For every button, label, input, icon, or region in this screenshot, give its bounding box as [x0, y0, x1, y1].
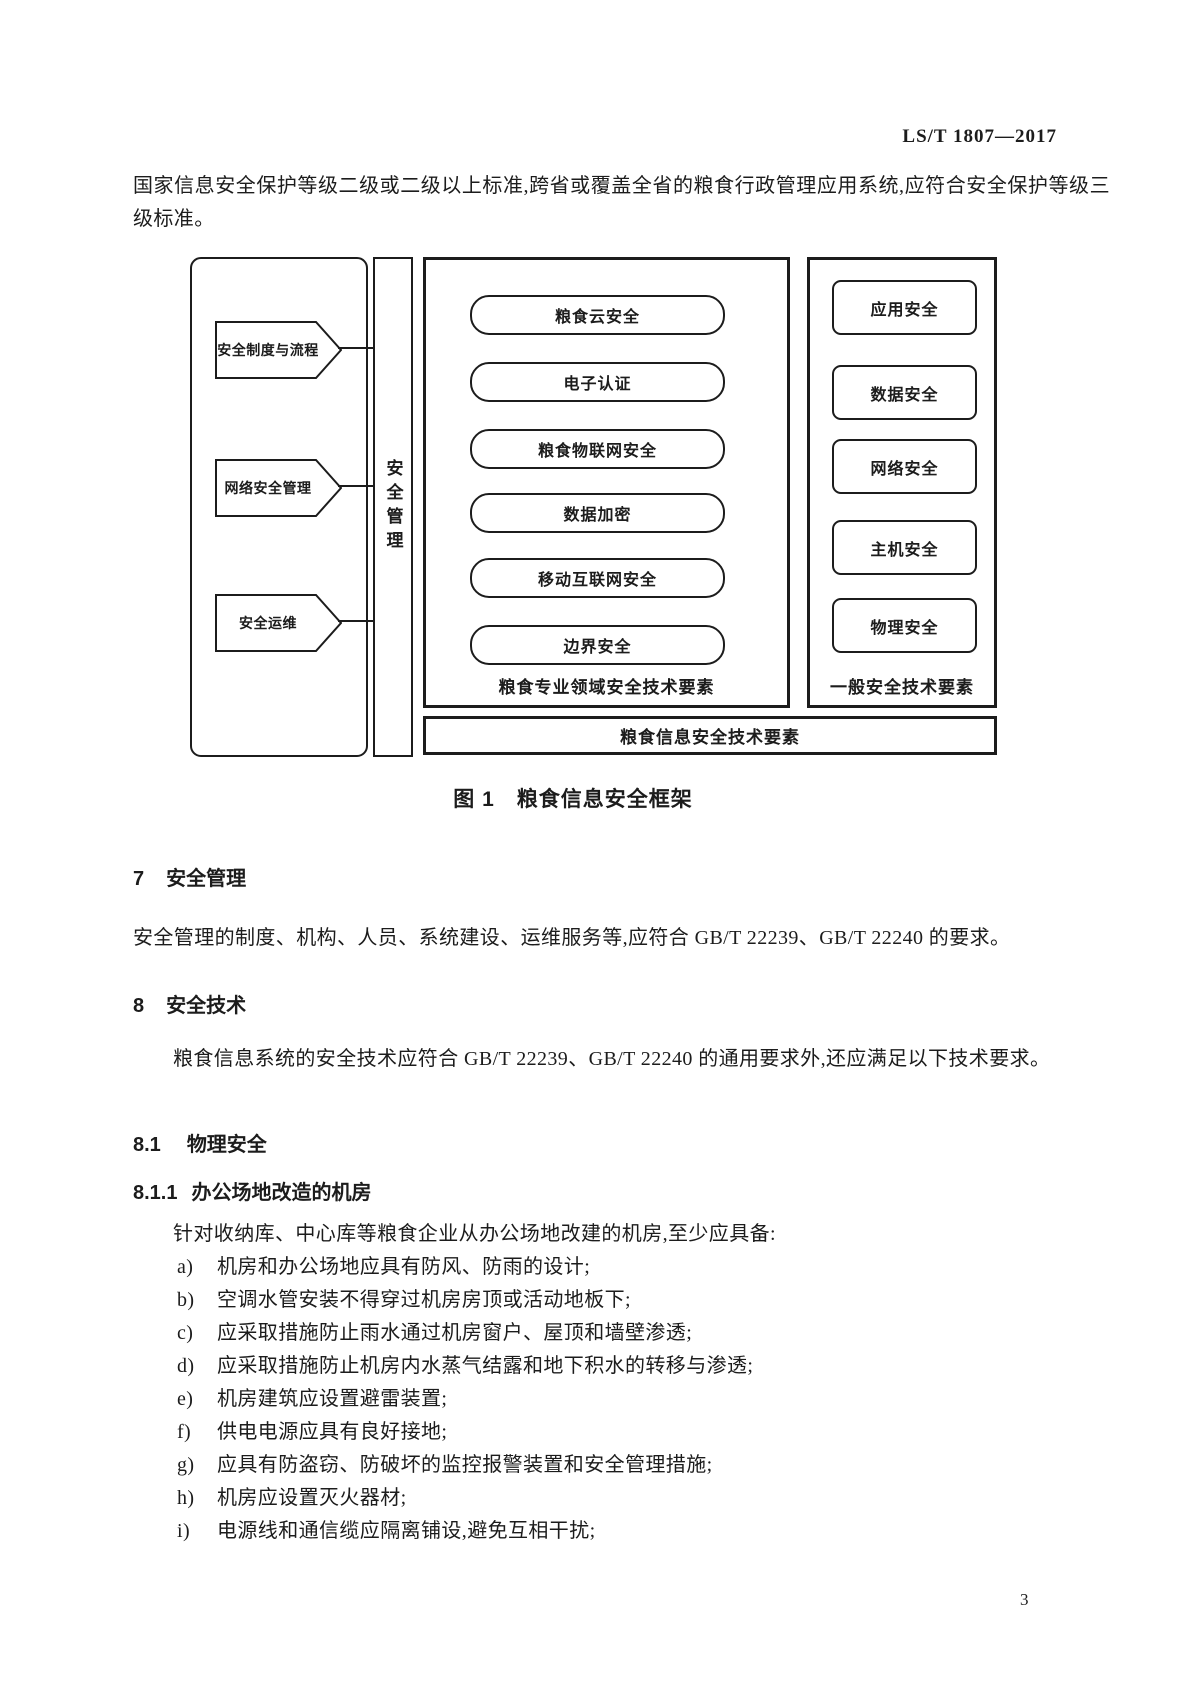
standard-number-header: LS/T 1807—2017: [902, 126, 1057, 147]
section-title: 安全管理: [166, 868, 247, 890]
domain-item: 数据加密: [470, 493, 725, 533]
list-item-text: 空调水管安装不得穿过机房房顶或活动地板下;: [217, 1289, 631, 1311]
section-8-heading: 8 安全技术: [133, 989, 246, 1018]
pentagon-label: 安全制度与流程: [217, 344, 319, 359]
list-item-text: 应采取措施防止雨水通过机房窗户、屋顶和墙壁渗透;: [217, 1322, 693, 1344]
list-item: a) 机房和办公场地应具有防风、防雨的设计;: [133, 1255, 1154, 1279]
section-title: 办公场地改造的机房: [191, 1182, 372, 1204]
list-item-text: 机房建筑应设置避雷装置;: [217, 1388, 448, 1410]
list-item-label: c): [177, 1322, 194, 1344]
section-number: 8.1: [133, 1134, 161, 1156]
security-framework-diagram: 安全制度与流程 网络安全管理 安全运维 安全管理 粮: [190, 257, 997, 757]
list-item-label: e): [177, 1388, 194, 1410]
list-item-label: f): [177, 1421, 192, 1443]
intro-paragraph: 国家信息安全保护等级二级或二级以上标准,跨省或覆盖全省的粮食行政管理应用系统,应…: [133, 175, 1110, 230]
grain-info-security-label: 粮食信息安全技术要素: [620, 728, 800, 747]
page-number: 3: [1020, 1590, 1029, 1609]
list-item: c) 应采取措施防止雨水通过机房窗户、屋顶和墙壁渗透;: [133, 1321, 1154, 1345]
general-item: 物理安全: [832, 598, 977, 653]
general-item: 数据安全: [832, 365, 977, 420]
list-item-label: g): [177, 1454, 195, 1476]
section-title: 安全技术: [166, 995, 247, 1017]
domain-item: 电子认证: [470, 362, 725, 402]
pentagon-shape-icon: [215, 321, 342, 379]
section-7-paragraph: 安全管理的制度、机构、人员、系统建设、运维服务等,应符合 GB/T 22239、…: [133, 927, 1011, 949]
list-item-label: b): [177, 1289, 195, 1311]
pentagon-label: 安全运维: [239, 617, 297, 632]
list-item: f) 供电电源应具有良好接地;: [133, 1420, 1154, 1444]
section-8-paragraph: 粮食信息系统的安全技术应符合 GB/T 22239、GB/T 22240 的通用…: [173, 1048, 1051, 1070]
connector-line: [338, 485, 373, 487]
figure-caption: 图 1 粮食信息安全框架: [453, 788, 693, 811]
section-7-heading: 7 安全管理: [133, 862, 246, 891]
list-item-label: d): [177, 1355, 195, 1377]
connector-line: [338, 620, 373, 622]
list-item-label: i): [177, 1520, 191, 1542]
section-8-1-1-intro: 针对收纳库、中心库等粮食企业从办公场地改建的机房,至少应具备:: [173, 1223, 776, 1245]
domain-security-panel: 粮食云安全 电子认证 粮食物联网安全 数据加密 移动互联网安全 边界安全 粮食专…: [423, 257, 790, 708]
general-item: 网络安全: [832, 439, 977, 494]
general-item: 主机安全: [832, 520, 977, 575]
general-panel-caption: 一般安全技术要素: [830, 678, 974, 697]
section-8-1-heading: 8.1 物理安全: [133, 1128, 267, 1157]
list-item-label: h): [177, 1487, 195, 1509]
grain-info-security-bar: 粮食信息安全技术要素: [423, 716, 997, 755]
pentagon-shape-icon: [215, 594, 342, 652]
security-management-bar: 安全管理: [373, 257, 413, 757]
pentagon-security-operations: 安全运维: [215, 594, 342, 652]
list-item: b) 空调水管安装不得穿过机房房顶或活动地板下;: [133, 1288, 1154, 1312]
list-item-text: 供电电源应具有良好接地;: [217, 1421, 448, 1443]
pentagon-label: 网络安全管理: [224, 482, 312, 497]
general-security-panel: 应用安全 数据安全 网络安全 主机安全 物理安全 一般安全技术要素: [807, 257, 997, 708]
pentagon-network-security-mgmt: 网络安全管理: [215, 459, 342, 517]
domain-panel-caption: 粮食专业领域安全技术要素: [498, 678, 715, 697]
management-items-panel: 安全制度与流程 网络安全管理 安全运维: [190, 257, 368, 757]
list-item-text: 应具有防盗窃、防破坏的监控报警装置和安全管理措施;: [217, 1454, 713, 1476]
section-title: 物理安全: [186, 1134, 267, 1156]
list-item: i) 电源线和通信缆应隔离铺设,避免互相干扰;: [133, 1519, 1154, 1543]
section-number: 7: [133, 868, 145, 890]
list-item-label: a): [177, 1256, 194, 1278]
domain-item: 移动互联网安全: [470, 558, 725, 598]
list-item: e) 机房建筑应设置避雷装置;: [133, 1387, 1154, 1411]
connector-line: [338, 347, 373, 349]
domain-item: 粮食云安全: [470, 295, 725, 335]
pentagon-shape-icon: [215, 459, 342, 517]
list-item-text: 机房应设置灭火器材;: [217, 1487, 407, 1509]
list-item: h) 机房应设置灭火器材;: [133, 1486, 1154, 1510]
list-item: g) 应具有防盗窃、防破坏的监控报警装置和安全管理措施;: [133, 1453, 1154, 1477]
domain-item: 粮食物联网安全: [470, 429, 725, 469]
list-item: d) 应采取措施防止机房内水蒸气结露和地下积水的转移与渗透;: [133, 1354, 1154, 1378]
section-number: 8.1.1: [133, 1182, 178, 1204]
security-management-label: 安全管理: [383, 459, 403, 555]
pentagon-security-policy: 安全制度与流程: [215, 321, 342, 379]
domain-item: 边界安全: [470, 625, 725, 665]
list-item-text: 电源线和通信缆应隔离铺设,避免互相干扰;: [217, 1520, 596, 1542]
general-item: 应用安全: [832, 280, 977, 335]
section-8-1-1-heading: 8.1.1 办公场地改造的机房: [133, 1176, 371, 1205]
list-item-text: 机房和办公场地应具有防风、防雨的设计;: [217, 1256, 591, 1278]
list-item-text: 应采取措施防止机房内水蒸气结露和地下积水的转移与渗透;: [217, 1355, 754, 1377]
section-number: 8: [133, 995, 145, 1017]
